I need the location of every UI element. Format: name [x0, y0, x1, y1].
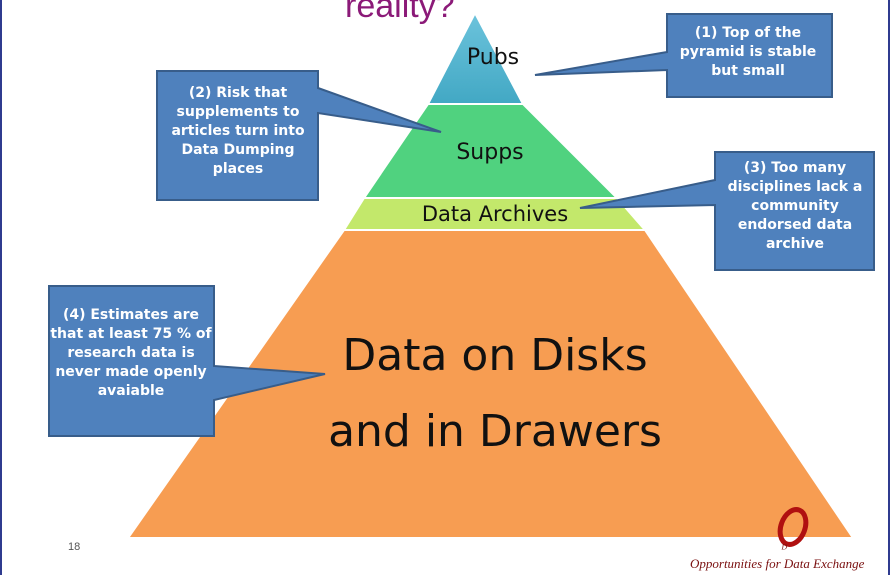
- pyramid-label-pubs: Pubs: [466, 45, 520, 70]
- page-number: 18: [68, 541, 81, 553]
- brand-name: Opportunities for Data Exchange: [690, 556, 865, 571]
- slide-left-border: [0, 0, 2, 575]
- callout-box-3: [579, 151, 875, 271]
- callout-text-1: (1) Top of the pyramid is stable but sma…: [679, 25, 817, 79]
- pyramid-label-line-2: and in Drawers: [328, 406, 662, 457]
- slide-right-border: [888, 0, 890, 575]
- ode-logo: ᴰ: [777, 507, 809, 556]
- pyramid-label-data-archives: Data Archives: [421, 202, 569, 226]
- slide-title-fragment: reality?: [345, 0, 455, 25]
- pyramid-label-line-1: Data on Disks: [342, 330, 648, 381]
- callout-text-4: (4) Estimates are that at least 75 % of …: [50, 307, 212, 399]
- pyramid-label-supps: Supps: [456, 140, 524, 165]
- callout-box-1: [534, 13, 833, 98]
- callout-box-4: [48, 285, 326, 437]
- svg-text:ᴰ: ᴰ: [781, 541, 788, 556]
- callout-text-3: (3) Too many disciplines lack a communit…: [727, 160, 863, 252]
- callout-text-2: (2) Risk that supplements to articles tu…: [171, 85, 305, 177]
- pyramid-label-data-on-disks: Data on Disks and in Drawers: [250, 318, 740, 470]
- callout-box-2: [156, 70, 442, 201]
